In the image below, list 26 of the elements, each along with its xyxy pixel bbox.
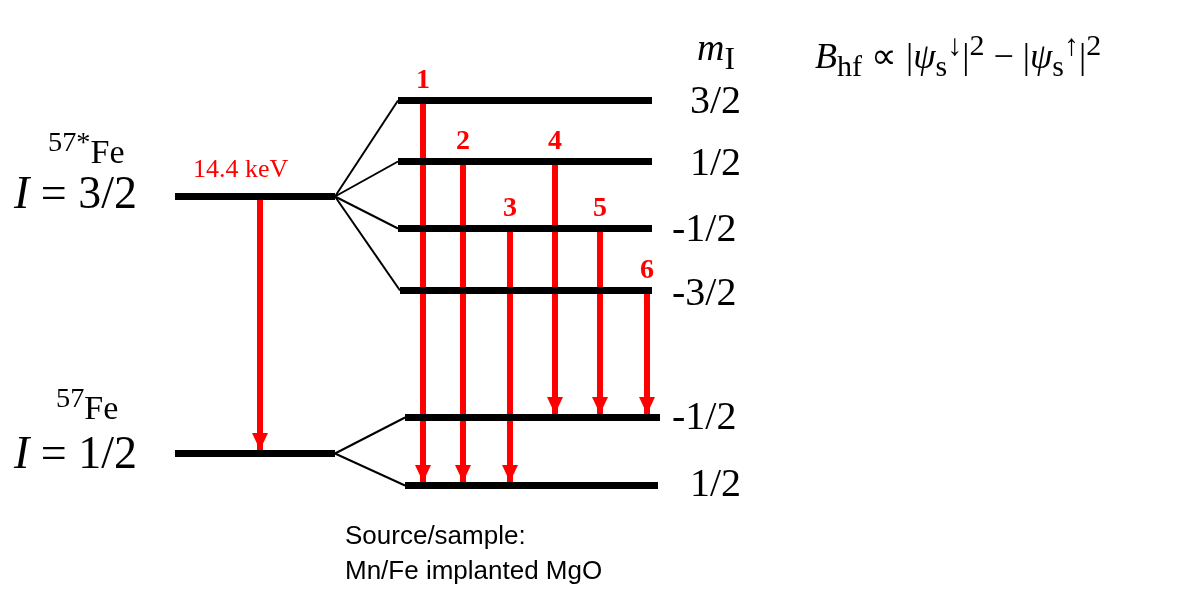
splitting-line — [334, 99, 399, 198]
splitting-line — [334, 416, 406, 455]
level-label: I = 3/2 — [14, 170, 138, 216]
splitting-line — [334, 452, 406, 487]
level-label: $^{57}$Fe — [56, 384, 119, 426]
splitting-line — [334, 195, 401, 292]
level-label: 1/2 — [690, 142, 742, 182]
level-label: 1/2 — [690, 463, 742, 503]
level-label: -3/2 — [672, 272, 737, 312]
transition-arrow — [415, 104, 431, 482]
transition-arrow — [252, 200, 268, 450]
level-label: $^{57*}$Fe — [48, 128, 125, 170]
axis-label: m$_{I}$ — [697, 28, 735, 75]
transition-arrow — [502, 232, 518, 482]
transition-arrow — [639, 294, 655, 414]
caption: Source/sample: Mn/Fe implanted MgO — [345, 519, 604, 588]
transition-arrow — [547, 165, 563, 414]
level-label: 3/2 — [690, 80, 742, 120]
level-label: -1/2 — [672, 208, 737, 248]
transition-arrow — [455, 165, 471, 482]
level-label: I = 1/2 — [14, 430, 138, 476]
level-label: -1/2 — [672, 396, 737, 436]
splitting-line — [334, 195, 399, 230]
splitting-line — [334, 160, 399, 198]
transition-arrow — [592, 232, 608, 414]
formula: B$_{hf}$ ∝ |ψ$_{s}$$^{↓}$|$^{2}$ − |ψ$_{s}$$^{↑}$|$^{2}$ — [815, 30, 1102, 82]
